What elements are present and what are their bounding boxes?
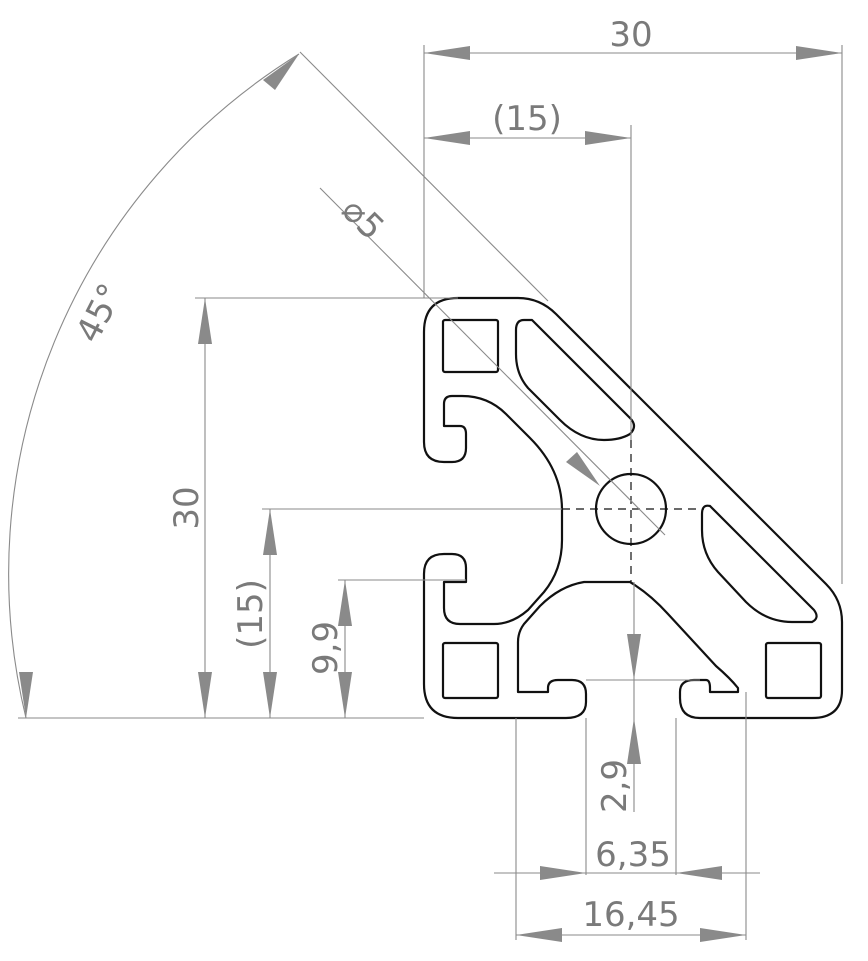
dim-width-half: (15) <box>424 99 631 145</box>
profile-outline <box>422 296 844 720</box>
label-slot-height: 9,9 <box>306 621 346 675</box>
cavity-top-left <box>441 318 500 374</box>
dim-slot-depth: 2,9 <box>595 582 641 813</box>
label-angle: 45° <box>68 277 131 349</box>
label-hole-diameter: ⌀5 <box>334 190 392 248</box>
dim-slot-width: 16,45 <box>516 895 746 942</box>
cavity-diagonal-upper <box>514 318 636 442</box>
cavity-bottom-right <box>764 641 823 700</box>
label-height-half: (15) <box>231 579 271 649</box>
extension-lines <box>18 45 843 940</box>
dim-width-total: 30 <box>424 15 842 60</box>
label-slot-opening: 6,35 <box>595 835 671 875</box>
label-width-total: 30 <box>609 15 652 55</box>
label-slot-depth: 2,9 <box>595 759 635 813</box>
label-slot-width: 16,45 <box>582 895 679 935</box>
dim-height-total: 30 <box>167 298 212 718</box>
cavity-diagonal-lower <box>700 504 818 624</box>
dim-height-half: (15) <box>231 509 277 718</box>
dim-hole-diameter: ⌀5 <box>319 187 666 536</box>
dim-slot-opening: 6,35 <box>494 835 760 880</box>
dim-slot-height: 9,9 <box>306 580 352 718</box>
cavity-bottom-left <box>441 641 500 700</box>
label-height-total: 30 <box>167 486 207 529</box>
label-width-half: (15) <box>492 99 562 139</box>
center-lines <box>562 440 704 582</box>
profile-outer-contour <box>422 296 844 720</box>
